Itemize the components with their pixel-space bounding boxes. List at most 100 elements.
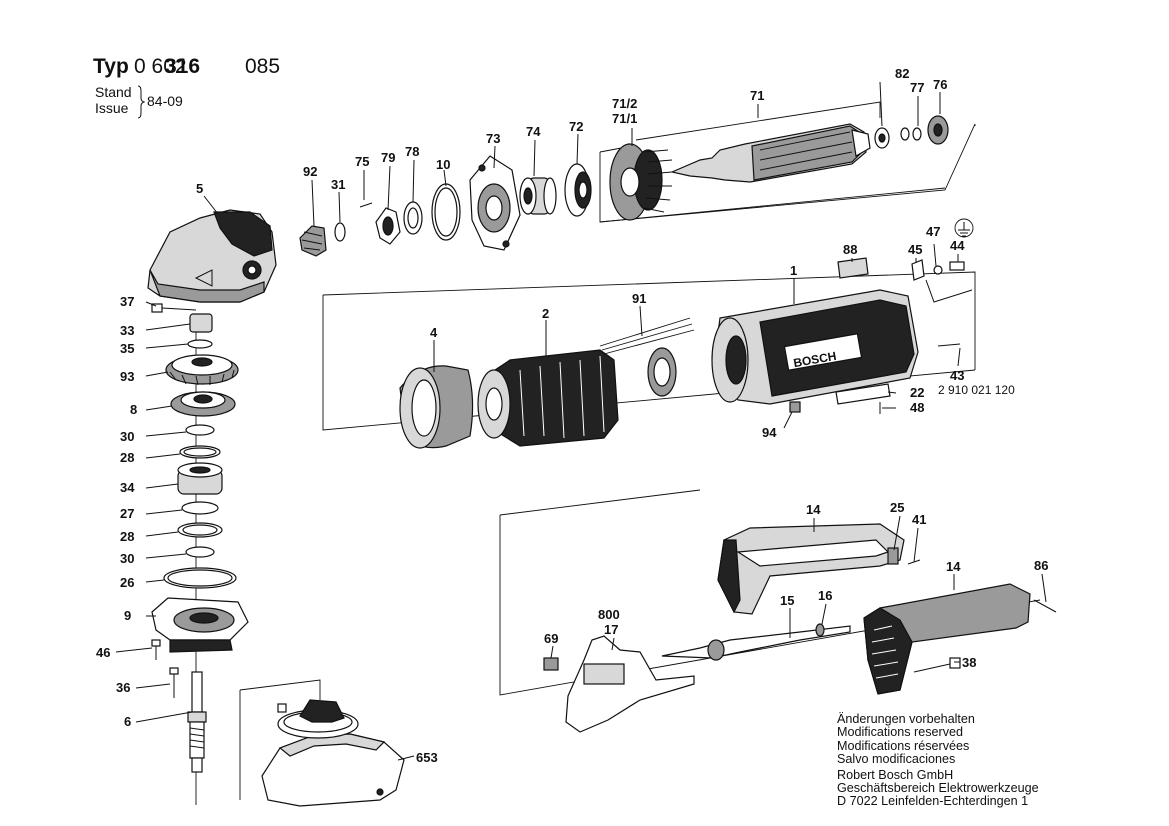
label-9: 9	[124, 608, 131, 623]
stand-label: Stand	[95, 84, 132, 100]
o-ring-26-inner	[167, 569, 233, 587]
footer-notes: Änderungen vorbehalten Modifications res…	[837, 712, 1039, 809]
footer-company: Robert Bosch GmbH	[837, 767, 954, 782]
fan-part	[609, 143, 673, 221]
label-27: 27	[120, 506, 134, 521]
bearing-34	[177, 462, 223, 495]
label-1: 1	[790, 263, 797, 278]
footer-line-en: Modifications reserved	[837, 725, 963, 740]
type-number-prefix: 0 602	[134, 55, 187, 78]
part-86	[1033, 599, 1057, 613]
label-43: 43	[950, 368, 964, 383]
label-86: 86	[1034, 558, 1048, 573]
plate-79	[375, 207, 401, 245]
handle-half-14-upper	[717, 523, 905, 615]
part-94	[789, 401, 801, 413]
label-88: 88	[843, 242, 857, 257]
label-17: 17	[604, 622, 618, 637]
issue-label: Issue	[95, 100, 129, 116]
stand-value: 84-09	[147, 93, 183, 109]
handle-half-14-lower	[863, 583, 1031, 695]
bearing-flange-9	[151, 597, 249, 653]
label-22: 22	[910, 385, 924, 400]
part-number-labels: 5 92 31 75 79 78 10 73 74 72 71/2 71/1 7…	[96, 66, 1048, 765]
parts-82-77-76	[874, 115, 949, 149]
spindle-6	[187, 671, 207, 773]
ring-35	[187, 339, 213, 349]
armature-part	[670, 123, 871, 183]
label-28-upper: 28	[120, 450, 134, 465]
footer-line-de: Änderungen vorbehalten	[837, 712, 975, 726]
label-75: 75	[355, 154, 369, 169]
label-44: 44	[950, 238, 965, 253]
screw-38	[913, 657, 961, 673]
label-71: 71	[750, 88, 764, 103]
ring-91-inner	[653, 357, 671, 387]
label-37: 37	[120, 294, 134, 309]
type-number-suffix: 085	[245, 55, 281, 78]
type-number-main: 316	[165, 55, 201, 78]
label-14-upper: 14	[806, 502, 821, 517]
gear-head-housing-5	[147, 209, 277, 303]
armature-group-frame	[599, 101, 976, 223]
guard-653	[261, 699, 405, 807]
ring-30-upper	[185, 424, 215, 436]
label-94: 94	[762, 425, 777, 440]
label-33: 33	[120, 323, 134, 338]
ring-30-lower	[185, 546, 215, 558]
label-78: 78	[405, 144, 419, 159]
label-653: 653	[416, 750, 438, 765]
brace-icon	[137, 85, 145, 119]
label-45: 45	[908, 242, 922, 257]
footer-address: D 7022 Leinfelden-Echterdingen 1	[837, 794, 1029, 809]
type-label: Typ	[93, 55, 129, 78]
label-72: 72	[569, 119, 583, 134]
label-79: 79	[381, 150, 395, 165]
label-800: 800	[598, 607, 620, 622]
label-8: 8	[130, 402, 137, 417]
motor-housing-1: BOSCH	[711, 289, 919, 405]
label-48: 48	[910, 400, 924, 415]
label-10: 10	[436, 157, 450, 172]
label-25: 25	[890, 500, 904, 515]
footer-line-fr: Modifications réservées	[837, 738, 970, 753]
label-14-lower: 14	[946, 559, 961, 574]
label-30-upper: 30	[120, 429, 134, 444]
label-31: 31	[331, 177, 345, 192]
screw-43	[937, 343, 961, 347]
leader-lines	[115, 81, 1047, 761]
label-93: 93	[120, 369, 134, 384]
label-92: 92	[303, 164, 317, 179]
bearing-72	[564, 163, 592, 217]
label-77: 77	[910, 80, 924, 95]
label-15: 15	[780, 593, 794, 608]
ring-27	[181, 501, 219, 515]
screw-75	[359, 202, 373, 208]
label-91: 91	[632, 291, 646, 306]
label-71-2: 71/2	[612, 96, 637, 111]
ring-28-upper-inner	[183, 447, 217, 457]
footer-line-es: Salvo modificaciones	[837, 752, 956, 767]
label-28-lower: 28	[120, 529, 134, 544]
label-73: 73	[486, 131, 500, 146]
label-6: 6	[124, 714, 131, 729]
label-74: 74	[526, 124, 541, 139]
label-71-1: 71/1	[612, 111, 637, 126]
footer-division: Geschäftsbereich Elektrowerkzeuge	[837, 781, 1039, 796]
plate-22	[835, 383, 891, 405]
ring-78-inner	[407, 207, 419, 229]
bearing-74	[519, 177, 557, 215]
label-36: 36	[116, 680, 130, 695]
label-4: 4	[430, 325, 438, 340]
bearing-plate-73	[469, 155, 521, 251]
washer-31	[334, 222, 346, 242]
switch-800-17	[565, 635, 695, 733]
label-76: 76	[933, 77, 947, 92]
label-41: 41	[912, 512, 926, 527]
flange-8	[170, 391, 236, 417]
ring-4	[399, 365, 474, 449]
handle-group-frame	[499, 489, 1041, 696]
label-47: 47	[926, 224, 940, 239]
crown-gear-93	[165, 354, 239, 386]
